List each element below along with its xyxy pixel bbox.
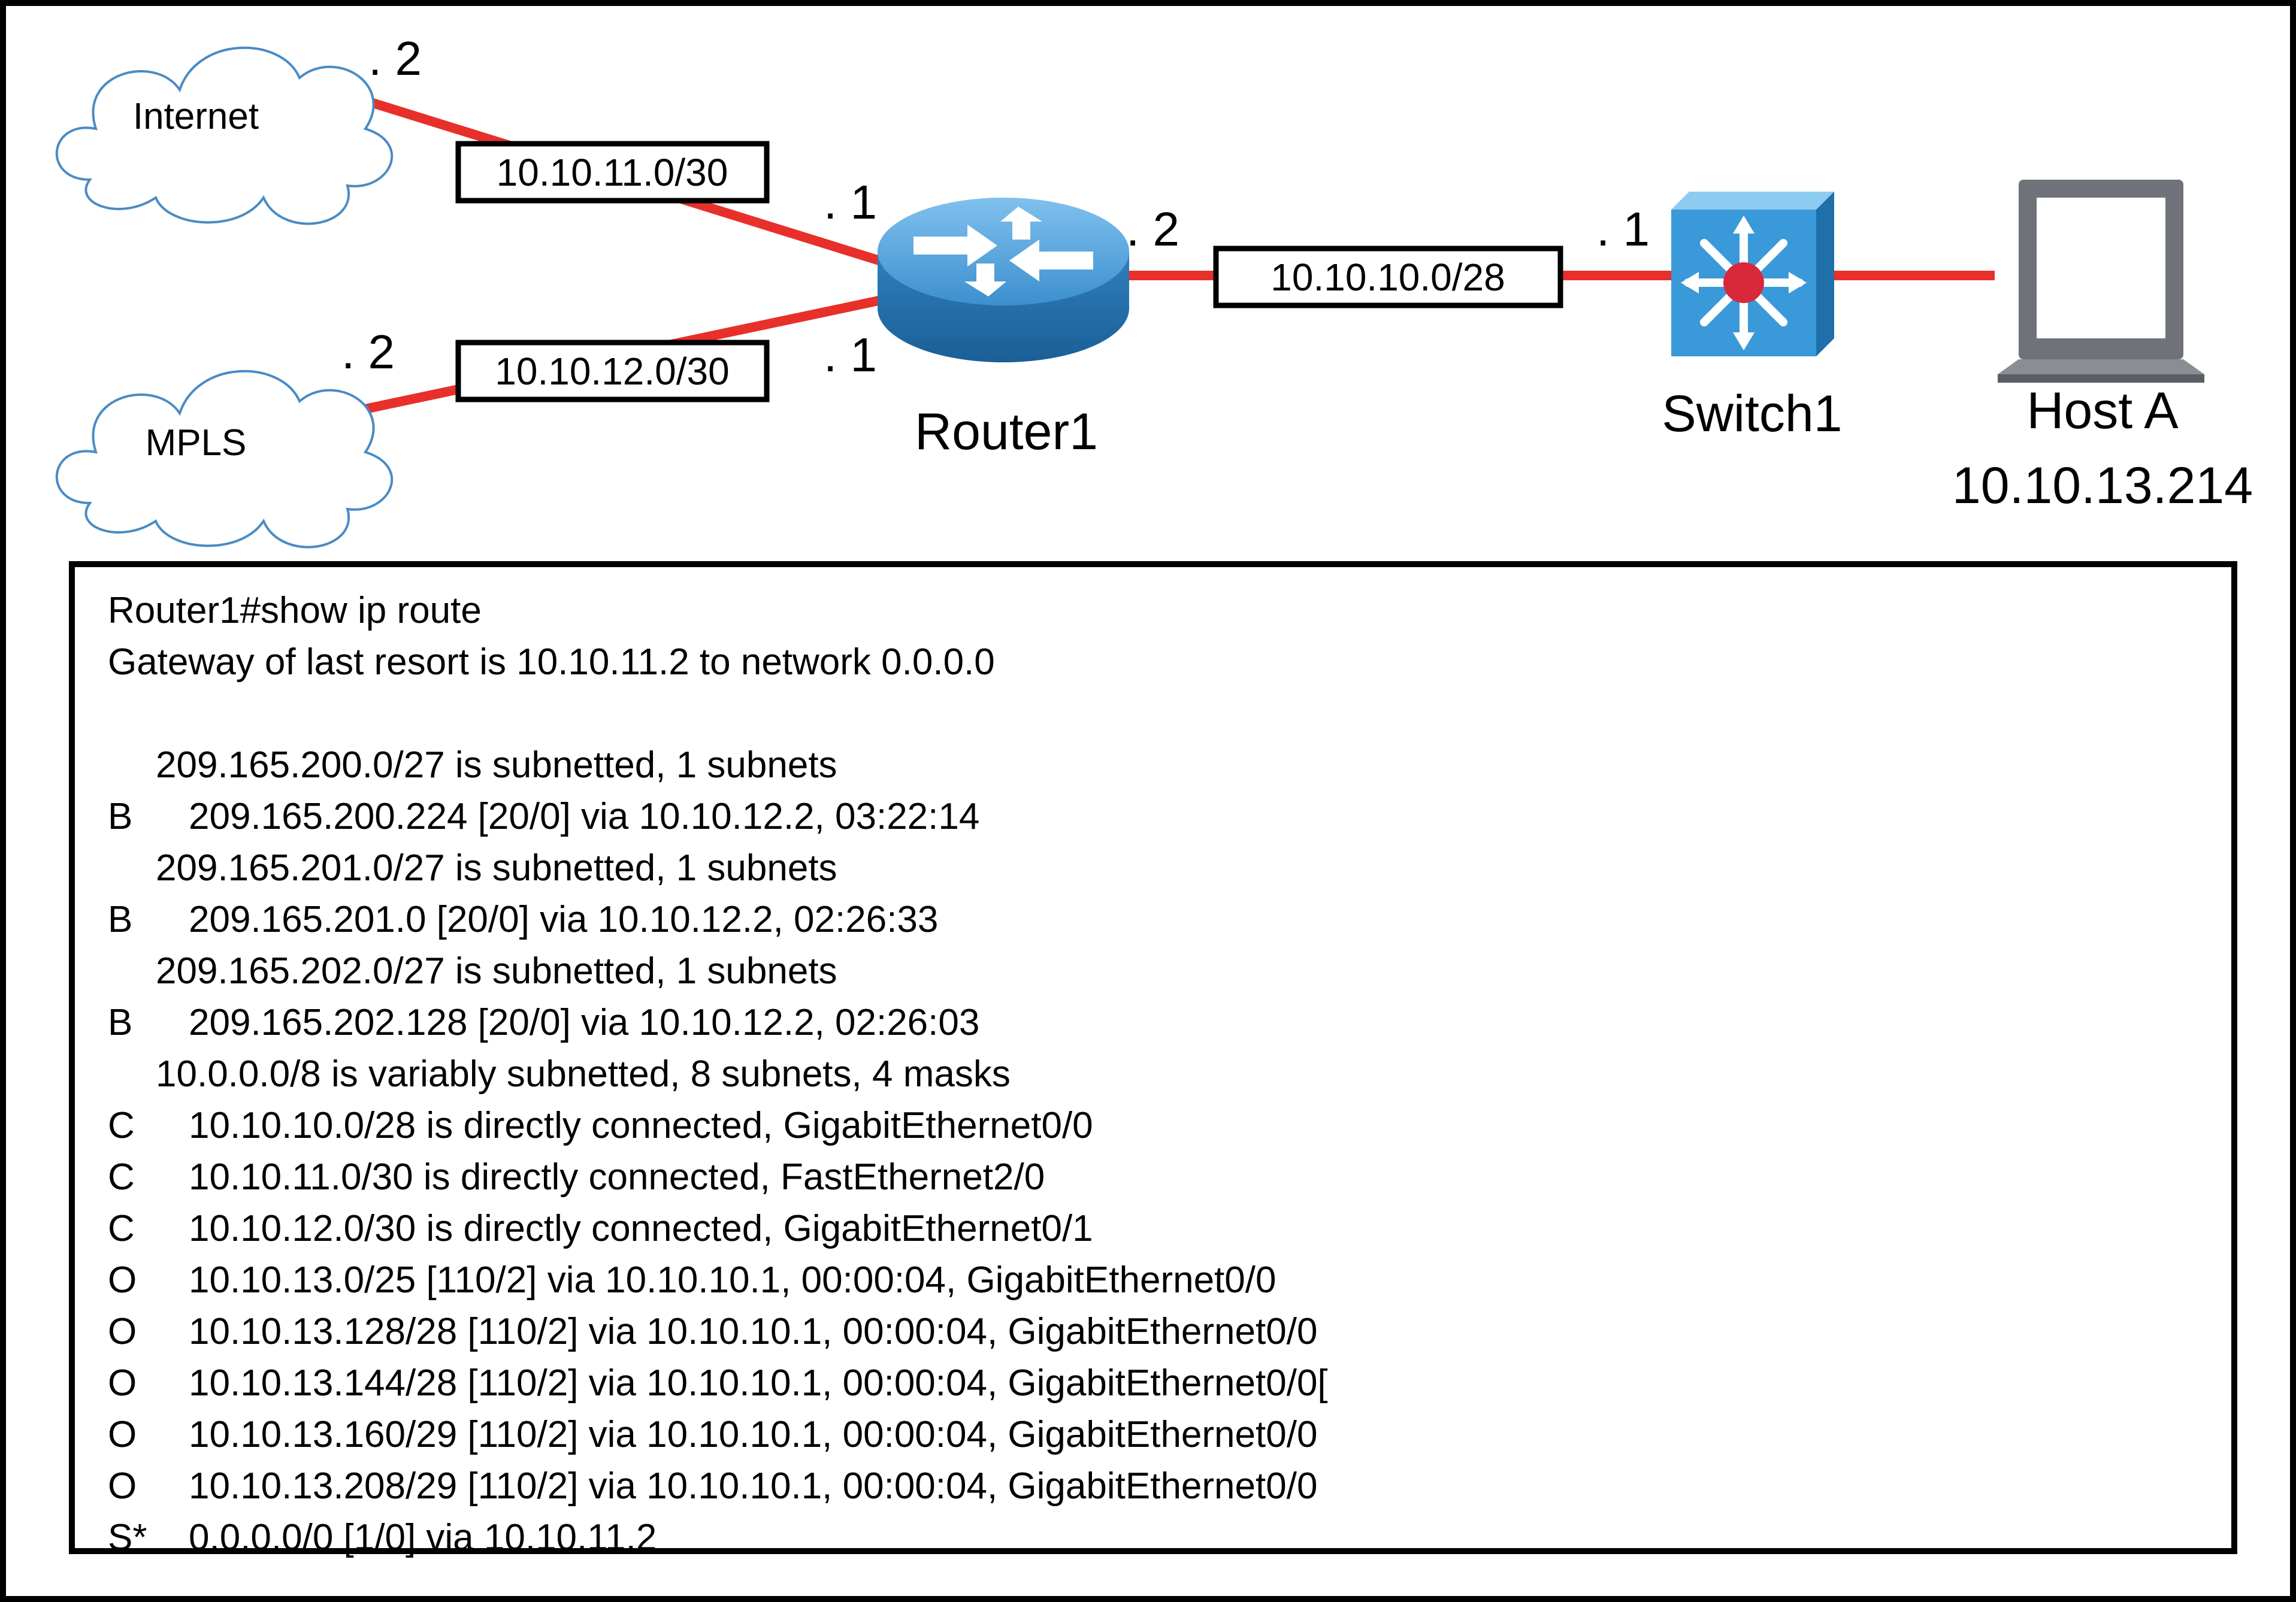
host-label: Host A (2026, 382, 2179, 440)
route-entry: O 10.10.13.128/28 [110/2] via 10.10.10.1,… (108, 1306, 2231, 1358)
route-text: 10.10.13.160/29 [110/2] via 10.10.10.1, … (189, 1414, 1318, 1455)
route-text: 10.10.13.0/25 [110/2] via 10.10.10.1, 00… (189, 1259, 1276, 1301)
subnet-box-internet: 10.10.11.0/30 (455, 141, 770, 204)
mpls-cloud-icon: MPLS (55, 370, 394, 549)
route-table-box: Router1#show ip route Gateway of last re… (69, 561, 2237, 1558)
route-code: O (108, 1414, 137, 1455)
route-code: O (108, 1362, 137, 1404)
route-text: 10.10.13.144/28 [110/2] via 10.10.10.1, … (189, 1362, 1328, 1404)
route-code: O (108, 1465, 137, 1507)
route-text: 0.0.0.0/0 [1/0] via 10.10.11.2 (189, 1517, 657, 1558)
router-mpls-suffix: . 1 (824, 328, 877, 381)
route-entry: 209.165.202.0/27 is subnetted, 1 subnets (108, 946, 2231, 997)
router-internet-suffix: . 1 (824, 175, 877, 229)
route-code: C (108, 1208, 135, 1249)
switch-suffix: . 1 (1596, 202, 1650, 256)
route-entries: 209.165.200.0/27 is subnetted, 1 subnets… (108, 740, 2231, 1564)
internet-ip-suffix: . 2 (368, 32, 422, 85)
route-text: 10.10.12.0/30 is directly connected, Gig… (189, 1208, 1093, 1249)
internet-label: Internet (133, 96, 259, 137)
subnet-mpls-label: 10.10.12.0/30 (495, 350, 729, 393)
route-code: B (108, 796, 133, 837)
route-code: C (108, 1156, 135, 1198)
laptop-icon (1998, 180, 2204, 383)
switch-icon (1671, 192, 1834, 356)
route-entry: B 209.165.201.0 [20/0] via 10.10.12.2, 02… (108, 894, 2231, 946)
route-code: B (108, 899, 133, 940)
route-entry: O 10.10.13.208/29 [110/2] via 10.10.10.1,… (108, 1461, 2231, 1512)
subnet-internet-label: 10.10.11.0/30 (497, 151, 728, 194)
subnet-lan-label: 10.10.10.0/28 (1270, 256, 1505, 299)
host-ip: 10.10.13.214 (1952, 457, 2253, 514)
route-entry: O 10.10.13.144/28 [110/2] via 10.10.10.1,… (108, 1358, 2231, 1409)
route-text: 10.0.0.0/8 is variably subnetted, 8 subn… (156, 1053, 1011, 1095)
route-entry: B 209.165.202.128 [20/0] via 10.10.12.2, … (108, 997, 2231, 1049)
router-label: Router1 (915, 403, 1098, 461)
route-entry: C 10.10.12.0/30 is directly connected, Gi… (108, 1203, 2231, 1255)
route-entry: C 10.10.10.0/28 is directly connected, Gi… (108, 1100, 2231, 1152)
route-text: 209.165.200.0/27 is subnetted, 1 subnets (156, 744, 837, 786)
route-entry: 209.165.201.0/27 is subnetted, 1 subnets (108, 843, 2231, 894)
route-code: B (108, 1002, 133, 1043)
route-text: 10.10.10.0/28 is directly connected, Gig… (189, 1105, 1093, 1146)
route-entry: O 10.10.13.160/29 [110/2] via 10.10.10.1,… (108, 1409, 2231, 1461)
switch-label: Switch1 (1662, 385, 1842, 443)
route-text: 209.165.202.0/27 is subnetted, 1 subnets (156, 950, 837, 992)
subnet-box-lan: 10.10.10.0/28 (1213, 246, 1563, 308)
route-text: 209.165.201.0/27 is subnetted, 1 subnets (156, 847, 837, 889)
route-code: S* (108, 1517, 147, 1558)
mpls-label: MPLS (146, 422, 247, 464)
route-code: C (108, 1105, 135, 1146)
internet-cloud-icon: Internet (55, 46, 394, 225)
route-entry: 209.165.200.0/27 is subnetted, 1 subnets (108, 740, 2231, 791)
route-entry: O 10.10.13.0/25 [110/2] via 10.10.10.1, 0… (108, 1255, 2231, 1306)
subnet-box-mpls: 10.10.12.0/30 (455, 340, 770, 402)
mpls-ip-suffix: . 2 (341, 325, 395, 378)
router-lan-suffix: . 2 (1126, 202, 1179, 256)
route-text: 209.165.200.224 [20/0] via 10.10.12.2, 0… (189, 796, 980, 837)
route-text: 10.10.13.128/28 [110/2] via 10.10.10.1, … (189, 1311, 1318, 1352)
route-text: 209.165.201.0 [20/0] via 10.10.12.2, 02:… (189, 899, 939, 940)
route-blank-line (108, 688, 2231, 740)
route-gateway: Gateway of last resort is 10.10.11.2 to … (108, 641, 995, 683)
route-text: 209.165.202.128 [20/0] via 10.10.12.2, 0… (189, 1002, 980, 1043)
route-code: O (108, 1259, 137, 1301)
route-entry: B 209.165.200.224 [20/0] via 10.10.12.2, … (108, 791, 2231, 843)
router-icon (878, 198, 1129, 362)
route-entry: 10.0.0.0/8 is variably subnetted, 8 subn… (108, 1049, 2231, 1100)
route-text: 10.10.13.208/29 [110/2] via 10.10.10.1, … (189, 1465, 1318, 1507)
route-code: O (108, 1311, 137, 1352)
route-command: Router1#show ip route (108, 590, 482, 631)
route-text: 10.10.11.0/30 is directly connected, Fas… (189, 1156, 1045, 1198)
route-entry: S* 0.0.0.0/0 [1/0] via 10.10.11.2 (108, 1512, 2231, 1564)
route-entry: C 10.10.11.0/30 is directly connected, Fa… (108, 1152, 2231, 1203)
